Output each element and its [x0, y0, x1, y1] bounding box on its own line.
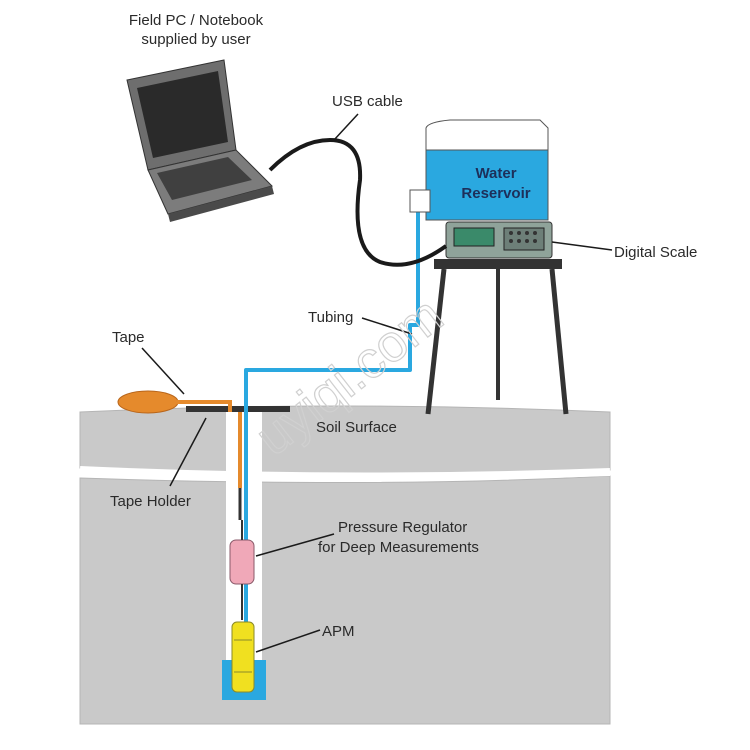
regulator-label-line1: Pressure Regulator	[338, 519, 467, 536]
pressure-regulator	[229, 520, 255, 620]
tape-holder-label: Tape Holder	[110, 493, 191, 510]
scale-stand	[425, 259, 569, 415]
soil-surface-label: Soil Surface	[316, 419, 397, 436]
tape-holder-plate	[186, 406, 290, 412]
reservoir-label-line1: Water	[475, 165, 516, 182]
pc-label-line1: Field PC / Notebook	[129, 12, 264, 29]
digital-scale-label: Digital Scale	[614, 244, 697, 261]
regulator-label-line2: for Deep Measurements	[318, 539, 479, 556]
tape-label: Tape	[112, 329, 145, 346]
reservoir-label-line2: Reservoir	[461, 185, 530, 202]
apm-label: APM	[322, 623, 355, 640]
apm-device	[231, 621, 255, 693]
pointer-lines	[141, 113, 613, 653]
pc-label-line2: supplied by user	[141, 31, 250, 48]
tubing-line	[244, 212, 420, 660]
tubing-label: Tubing	[308, 309, 353, 326]
digital-scale	[445, 221, 553, 259]
soil-block	[79, 405, 611, 725]
tape-reel	[117, 390, 242, 520]
water-reservoir: Water Reservoir	[409, 119, 549, 221]
usb-cable	[268, 137, 448, 267]
laptop	[126, 59, 274, 222]
usb-cable-label: USB cable	[332, 93, 403, 110]
